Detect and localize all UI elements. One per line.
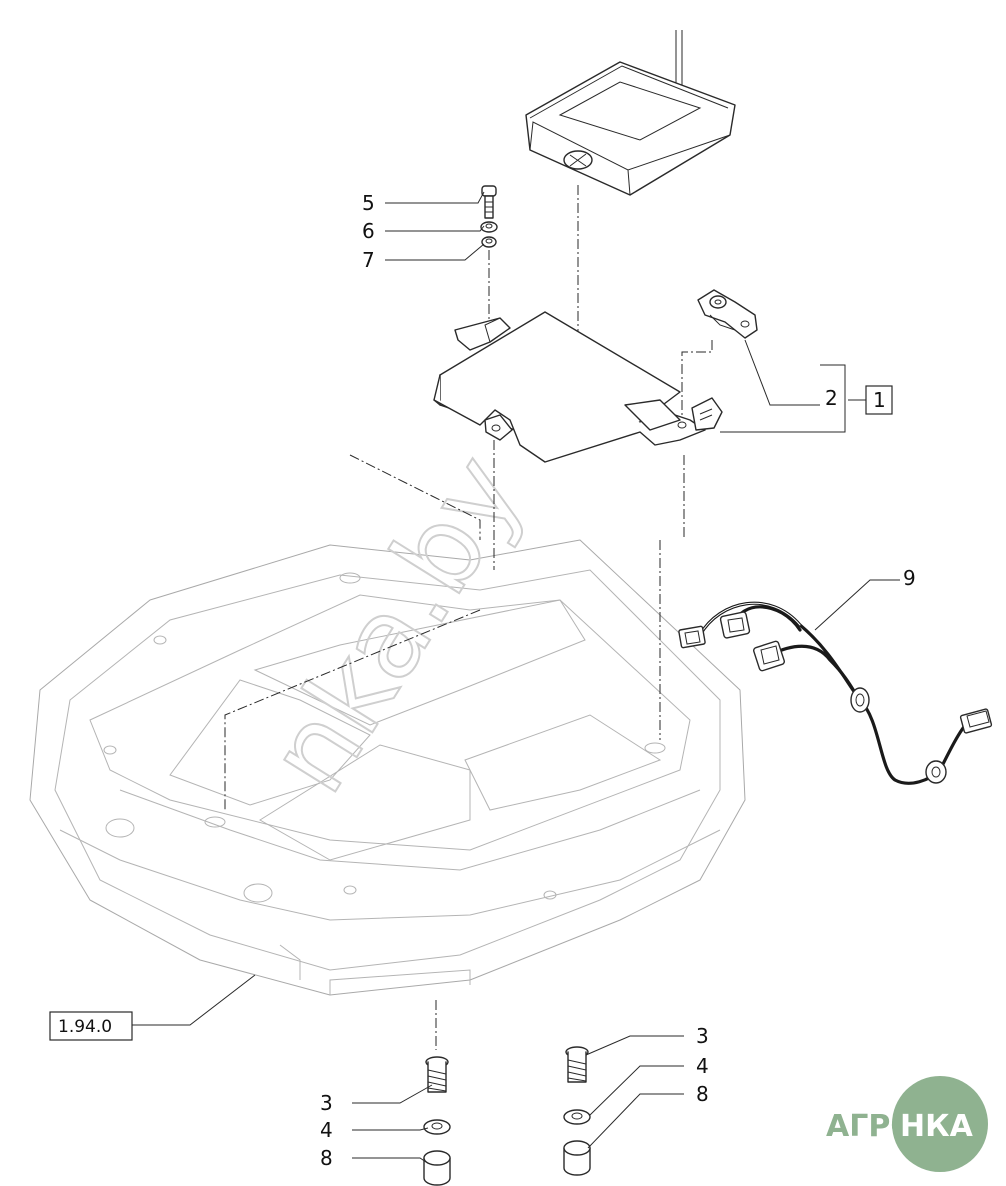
callout-4-left: 4 [320, 1118, 333, 1142]
callout-4-right: 4 [696, 1054, 709, 1078]
section-reference-label: 1.94.0 [58, 1017, 112, 1037]
logo-text-right: НКА [900, 1109, 974, 1144]
callout-2: 2 [825, 386, 838, 410]
callout-1-box [865, 385, 893, 415]
mounting-bracket [433, 311, 723, 463]
washer-6 [480, 221, 498, 233]
logo-circle [892, 1076, 988, 1172]
mount-clip [697, 289, 758, 339]
logo-text-left: АГРО [826, 1109, 916, 1144]
gps-receiver [525, 30, 736, 196]
damper-stack-right [563, 1046, 591, 1176]
callout-5: 5 [362, 191, 375, 215]
brand-logo: АГРО НКА [826, 1076, 988, 1172]
callout-8-left: 8 [320, 1146, 333, 1170]
callouts: 5 6 7 2 1 9 3 4 8 3 4 8 [320, 191, 916, 1170]
callout-8-right: 8 [696, 1082, 709, 1106]
callout-3-right: 3 [696, 1024, 709, 1048]
callout-9: 9 [903, 566, 916, 590]
section-reference-box[interactable] [49, 1011, 133, 1041]
callout-3-left: 3 [320, 1091, 333, 1115]
damper-stack-left [423, 1056, 451, 1186]
section-reference[interactable]: 1.94.0 [49, 1011, 133, 1041]
callout-6: 6 [362, 219, 375, 243]
bolt-5 [481, 185, 497, 219]
leader-lines [132, 191, 900, 1163]
cab-roof [29, 539, 746, 996]
assembly-axes [224, 185, 713, 1050]
wiring-harness [678, 601, 993, 785]
callout-7: 7 [362, 248, 375, 272]
washer-7 [481, 236, 497, 248]
callout-1: 1 [873, 388, 886, 412]
